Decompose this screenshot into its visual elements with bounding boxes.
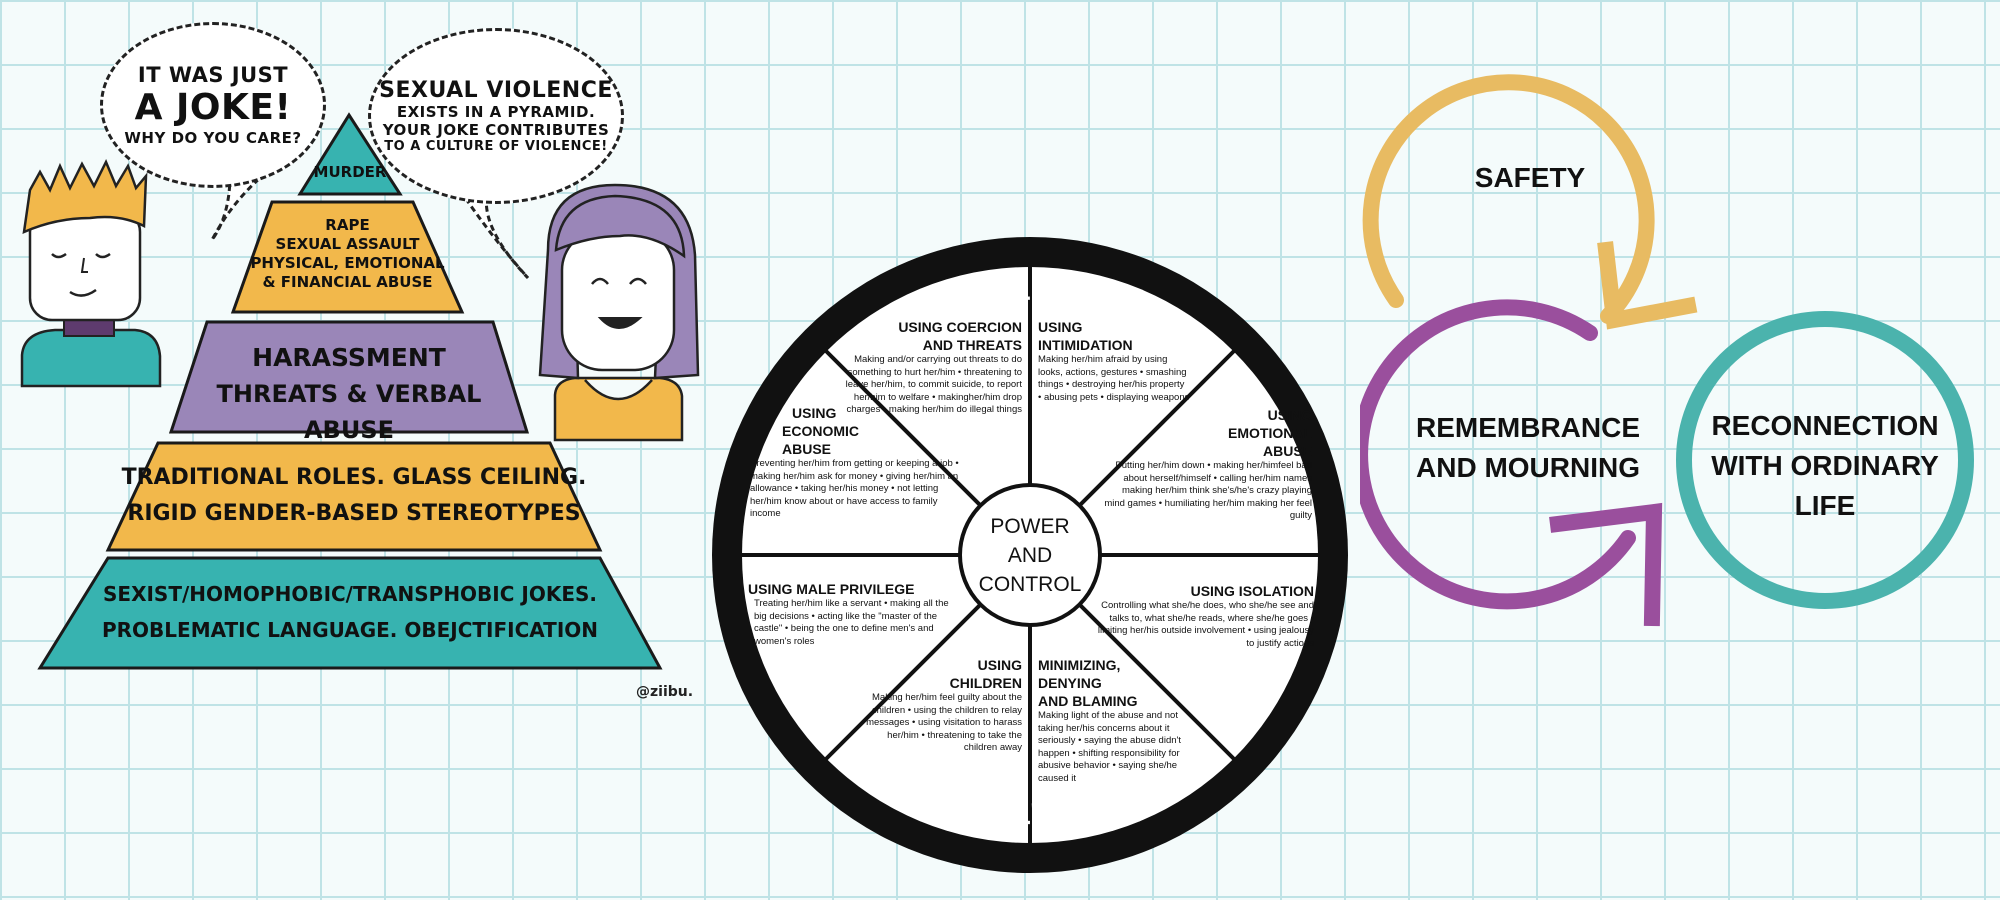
bubble-pyramid-line1: SEXUAL VIOLENCE — [379, 78, 613, 103]
pyramid-panel: IT WAS JUST A JOKE! WHY DO YOU CARE? SEX… — [0, 0, 700, 720]
recovery-cycle: SAFETY REMEMBRANCE AND MOURNING RECONNEC… — [1360, 0, 2000, 720]
pyramid-level-1-shape — [297, 112, 403, 196]
pyramid-level-3-line2: THREATS & VERBAL ABUSE — [216, 380, 482, 444]
intimidation-title2: INTIMIDATION — [1038, 337, 1133, 353]
stage-reconnection-line2: WITH ORDINARY — [1711, 450, 1939, 481]
speech-bubble-joke: IT WAS JUST A JOKE! WHY DO YOU CARE? — [100, 22, 326, 188]
male-privilege-title1: USING MALE PRIVILEGE — [748, 581, 915, 597]
pyramid-level-4-shape — [105, 441, 603, 552]
section-isolation: USING ISOLATION Controlling what she/he … — [1096, 582, 1314, 650]
economic-title2: ECONOMIC — [782, 423, 859, 439]
pyramid-level-5-line1: SEXIST/HOMOPHOBIC/TRANSPHOBIC JOKES. — [103, 582, 597, 606]
section-children: USING CHILDREN Making her/him feel guilt… — [860, 656, 1022, 755]
bubble-joke-line3: WHY DO YOU CARE? — [124, 129, 302, 147]
section-coercion: USING COERCION AND THREATS Making and/or… — [840, 318, 1022, 417]
children-desc: Making her/him feel guilty about the chi… — [866, 692, 1022, 753]
emotional-title2: EMOTIONAL — [1228, 425, 1312, 441]
stage-remembrance-line1: REMEMBRANCE — [1416, 412, 1640, 443]
pyramid-level-4-line1: TRADITIONAL ROLES. GLASS CEILING. — [121, 465, 587, 490]
isolation-title1: USING ISOLATION — [1190, 583, 1314, 599]
stage-reconnection-line3: LIFE — [1794, 490, 1856, 521]
emotional-title3: ABUSE — [1262, 443, 1312, 459]
power-control-wheel: PHYSICAL VIOLENCE SEXUAL PHYSICAL VIOLEN… — [700, 210, 1360, 900]
artist-signature: @ziibu. — [636, 684, 694, 700]
emotional-desc: Putting her/him down • making her/himfee… — [1104, 460, 1312, 521]
coercion-title1: USING COERCION — [898, 319, 1022, 335]
stage-safety-line1: SAFETY — [1474, 162, 1586, 193]
section-intimidation: USING INTIMIDATION Making her/him afraid… — [1038, 318, 1190, 404]
pyramid-graphic — [20, 112, 700, 670]
minimizing-title3: AND BLAMING — [1038, 693, 1138, 709]
reconnection-ring — [1676, 311, 1974, 609]
economic-title1: USING — [792, 405, 837, 421]
stage-reconnection-label: RECONNECTION WITH ORDINARY LIFE — [1695, 406, 1955, 526]
minimizing-title2: DENYING — [1038, 675, 1102, 691]
man-illustration — [20, 158, 162, 388]
stage-reconnection-line1: RECONNECTION — [1711, 410, 1939, 441]
bubble-pyramid-line3: YOUR JOKE CONTRIBUTES — [382, 121, 610, 139]
bubble-joke-line2: A JOKE! — [134, 87, 292, 128]
safety-arc — [1362, 74, 1655, 324]
section-emotional: USING EMOTIONAL ABUSE Putting her/him do… — [1102, 406, 1312, 523]
pyramid-level-2-line1: RAPE — [325, 216, 370, 234]
cycle-graphic — [1360, 74, 1974, 627]
stage-remembrance-line2: AND MOURNING — [1416, 452, 1640, 483]
stage-remembrance-label: REMEMBRANCE AND MOURNING — [1398, 408, 1658, 488]
speech-bubble-pyramid: SEXUAL VIOLENCE EXISTS IN A PYRAMID. YOU… — [368, 28, 624, 204]
economic-title3: ABUSE — [782, 441, 832, 457]
hub-line2: AND — [1007, 544, 1053, 567]
minimizing-desc: Making light of the abuse and not taking… — [1038, 710, 1181, 784]
stage-safety-label: SAFETY — [1420, 158, 1640, 198]
pyramid-level-2-label: RAPE SEXUAL ASSAULT PHYSICAL, EMOTIONAL … — [233, 216, 462, 292]
hub-line1: POWER — [990, 515, 1070, 538]
section-economic: USING ECONOMIC ABUSE Preventing her/him … — [750, 404, 962, 521]
section-minimizing: MINIMIZING, DENYING AND BLAMING Making l… — [1038, 656, 1198, 785]
male-privilege-desc: Treating her/him like a servant • making… — [754, 598, 949, 647]
intimidation-title1: USING — [1038, 319, 1083, 335]
children-title2: CHILDREN — [949, 675, 1022, 691]
wheel-hub — [958, 483, 1102, 627]
emotional-title1: USING — [1267, 407, 1312, 423]
section-male-privilege: USING MALE PRIVILEGE Treating her/him li… — [748, 580, 958, 648]
isolation-desc: Controlling what she/he does, who she/he… — [1097, 600, 1314, 649]
pyramid-level-3-shape — [168, 320, 530, 434]
bubble-pyramid-line2: EXISTS IN A PYRAMID. — [396, 103, 596, 121]
bubble-joke-line1: IT WAS JUST — [137, 63, 289, 87]
woman-illustration — [538, 183, 700, 442]
children-title1: USING — [977, 657, 1022, 673]
pyramid-level-5-line2: PROBLEMATIC LANGUAGE. OBEJCTIFICATION — [101, 618, 599, 642]
pyramid-level-4-line2: RIGID GENDER-BASED STEREOTYPES — [127, 501, 581, 526]
minimizing-title1: MINIMIZING, — [1038, 657, 1121, 673]
economic-desc: Preventing her/him from getting or keepi… — [750, 458, 959, 519]
coercion-title2: AND THREATS — [922, 337, 1022, 353]
pyramid-level-2-line3: PHYSICAL, EMOTIONAL — [250, 254, 445, 272]
pyramid-level-2-line2: SEXUAL ASSAULT — [275, 235, 420, 253]
pyramid-level-4-label: TRADITIONAL ROLES. GLASS CEILING. RIGID … — [108, 460, 600, 532]
remembrance-arrowhead — [1549, 502, 1663, 627]
hub-label: POWER AND CONTROL — [970, 512, 1090, 599]
remembrance-arc — [1360, 299, 1636, 610]
safety-arrowhead — [1597, 241, 1698, 330]
wheel-graphic: PHYSICAL VIOLENCE SEXUAL PHYSICAL VIOLEN… — [712, 237, 1348, 873]
pyramid-level-3-label: HARASSMENT THREATS & VERBAL ABUSE — [171, 340, 527, 448]
pyramid-level-3-line1: HARASSMENT — [252, 343, 446, 372]
pyramid-level-5-shape — [37, 556, 663, 670]
bubble-pyramid-line4: TO A CULTURE OF VIOLENCE! — [384, 139, 608, 154]
pyramid-level-1-label: MURDER — [313, 163, 387, 181]
coercion-desc: Making and/or carrying out threats to do… — [845, 354, 1022, 415]
pyramid-level-2-shape — [230, 200, 465, 314]
hub-line3: CONTROL — [978, 573, 1082, 596]
pyramid-level-2-line4: & FINANCIAL ABUSE — [262, 273, 433, 291]
intimidation-desc: Making her/him afraid by using looks, ac… — [1038, 354, 1190, 403]
right-bubble-tail — [458, 189, 530, 280]
pyramid-level-5-label: SEXIST/HOMOPHOBIC/TRANSPHOBIC JOKES. PRO… — [40, 576, 660, 648]
